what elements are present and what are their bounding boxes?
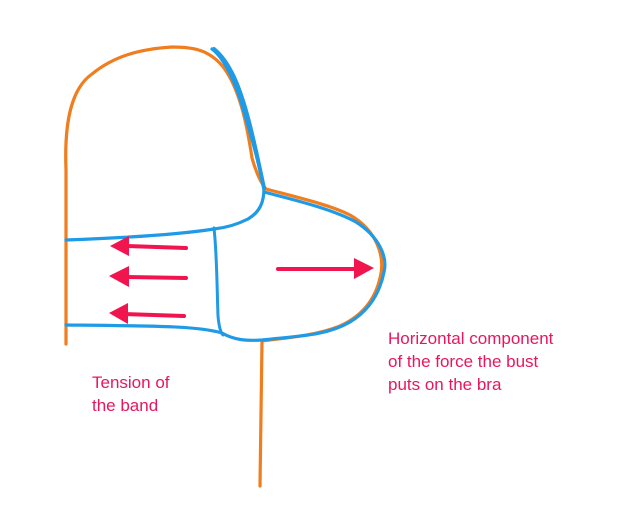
shoulder-line-blue	[212, 47, 266, 190]
label-band-line-2: the band	[92, 396, 159, 415]
label-bust-line-2: of the force the bust	[388, 352, 539, 371]
bra-outline-orange	[64, 45, 384, 488]
band-segment-line	[212, 226, 225, 337]
label-bust-line-1: Horizontal component	[388, 329, 554, 348]
band-tension-arrows	[109, 236, 188, 324]
body-outline-blue-2	[64, 190, 387, 342]
bust-force-arrow	[276, 258, 374, 279]
label-bust-line-3: puts on the bra	[388, 375, 502, 394]
band-tension-arrow	[109, 266, 188, 287]
label-tension-of-band: Tension of the band	[92, 371, 170, 417]
band-tension-arrow	[109, 303, 186, 324]
band-tension-arrow	[110, 236, 188, 256]
label-band-line-1: Tension of	[92, 373, 170, 392]
body-outline-blue	[64, 47, 266, 242]
label-bust-force: Horizontal component of the force the bu…	[388, 327, 553, 396]
